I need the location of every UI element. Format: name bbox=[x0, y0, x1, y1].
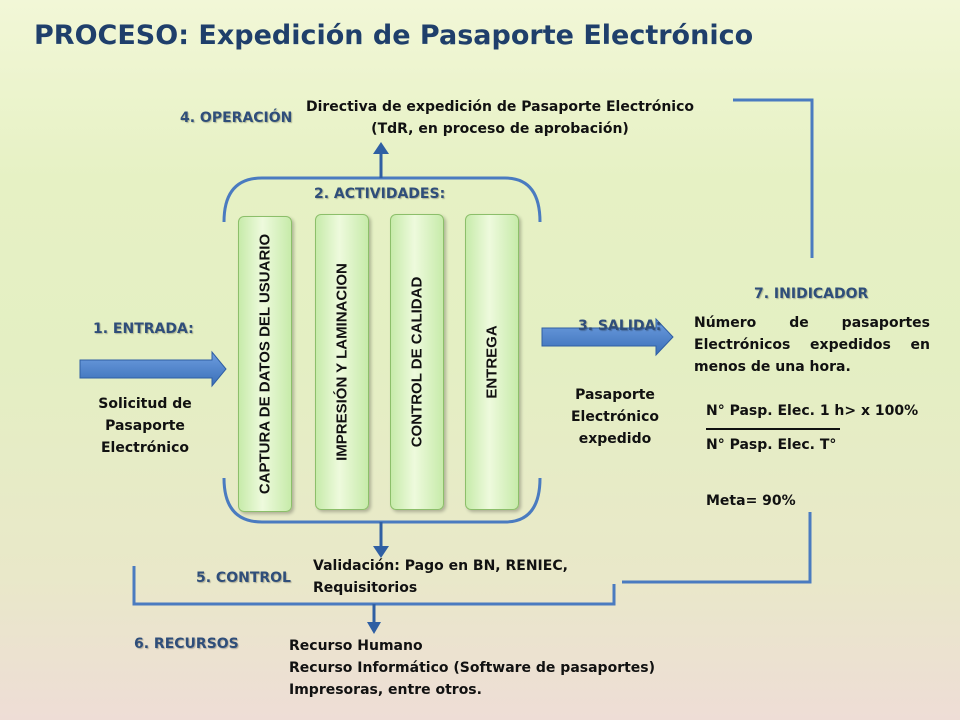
operacion-line: (TdR, en proceso de aprobación) bbox=[371, 121, 629, 137]
operacion-line: Directiva de expedición de Pasaporte Ele… bbox=[305, 99, 695, 115]
salida-arrow bbox=[541, 317, 674, 357]
section-recursos: 6. RECURSOS bbox=[134, 636, 239, 652]
entrada-text: Solicitud de Pasaporte Electrónico bbox=[80, 393, 210, 459]
control-arrow-head bbox=[373, 546, 389, 558]
recursos-arrow-head bbox=[367, 622, 381, 634]
activity-label: CAPTURA DE DATOS DEL USUARIO bbox=[256, 233, 274, 495]
recursos-line: Impresoras, entre otros. bbox=[289, 682, 482, 698]
section-actividades: 2. ACTIVIDADES: bbox=[314, 186, 446, 202]
formula-numerator: N° Pasp. Elec. 1 h> x 100% bbox=[706, 403, 919, 419]
recursos-line: Recurso Humano bbox=[289, 638, 423, 654]
salida-line: Electrónico bbox=[570, 409, 660, 425]
formula-denominator: N° Pasp. Elec. T° bbox=[706, 437, 837, 453]
recursos-line: Recurso Informático (Software de pasapor… bbox=[289, 660, 656, 676]
activity-label: CONTROL DE CALIDAD bbox=[408, 276, 426, 448]
control-line: Requisitorios bbox=[313, 580, 418, 596]
operacion-text: Directiva de expedición de Pasaporte Ele… bbox=[300, 96, 700, 140]
section-indicador: 7. INIDICADOR bbox=[754, 286, 869, 302]
entrada-line: Electrónico bbox=[100, 440, 190, 456]
activity-box-entrega: ENTREGA bbox=[465, 214, 519, 510]
recursos-text: Recurso Humano Recurso Informático (Soft… bbox=[289, 635, 655, 701]
section-salida: 3. SALIDA: bbox=[578, 318, 662, 334]
feedback-top-line bbox=[733, 98, 814, 258]
activity-box-control-calidad: CONTROL DE CALIDAD bbox=[390, 214, 444, 510]
salida-text: Pasaporte Electrónico expedido bbox=[550, 384, 680, 450]
salida-line: Pasaporte bbox=[575, 387, 655, 403]
salida-line: expedido bbox=[578, 431, 652, 447]
control-line: Validación: Pago en BN, RENIEC, bbox=[313, 558, 568, 574]
activity-box-captura: CAPTURA DE DATOS DEL USUARIO bbox=[238, 216, 292, 512]
activities-bottom-bracket bbox=[222, 477, 542, 524]
page-title: PROCESO: Expedición de Pasaporte Electró… bbox=[34, 20, 754, 51]
section-operacion: 4. OPERACIÓN bbox=[180, 110, 293, 126]
activity-label: ENTREGA bbox=[483, 325, 501, 399]
activities-top-bracket bbox=[222, 176, 542, 223]
meta-text: Meta= 90% bbox=[706, 493, 796, 509]
activity-box-impresion: IMPRESIÓN Y LAMINACION bbox=[315, 214, 369, 510]
section-entrada: 1. ENTRADA: bbox=[93, 321, 194, 337]
feedback-bottom-line bbox=[622, 512, 812, 584]
activity-label: IMPRESIÓN Y LAMINACION bbox=[333, 263, 351, 461]
entrada-line: Pasaporte bbox=[105, 418, 185, 434]
entrada-line: Solicitud de bbox=[98, 396, 192, 412]
section-control: 5. CONTROL bbox=[196, 570, 291, 586]
entrada-arrow bbox=[79, 350, 227, 388]
operacion-arrow-head bbox=[373, 142, 389, 154]
indicador-text: Número de pasaportes Electrónicos expedi… bbox=[694, 315, 930, 375]
control-text: Validación: Pago en BN, RENIEC, Requisit… bbox=[313, 555, 568, 599]
